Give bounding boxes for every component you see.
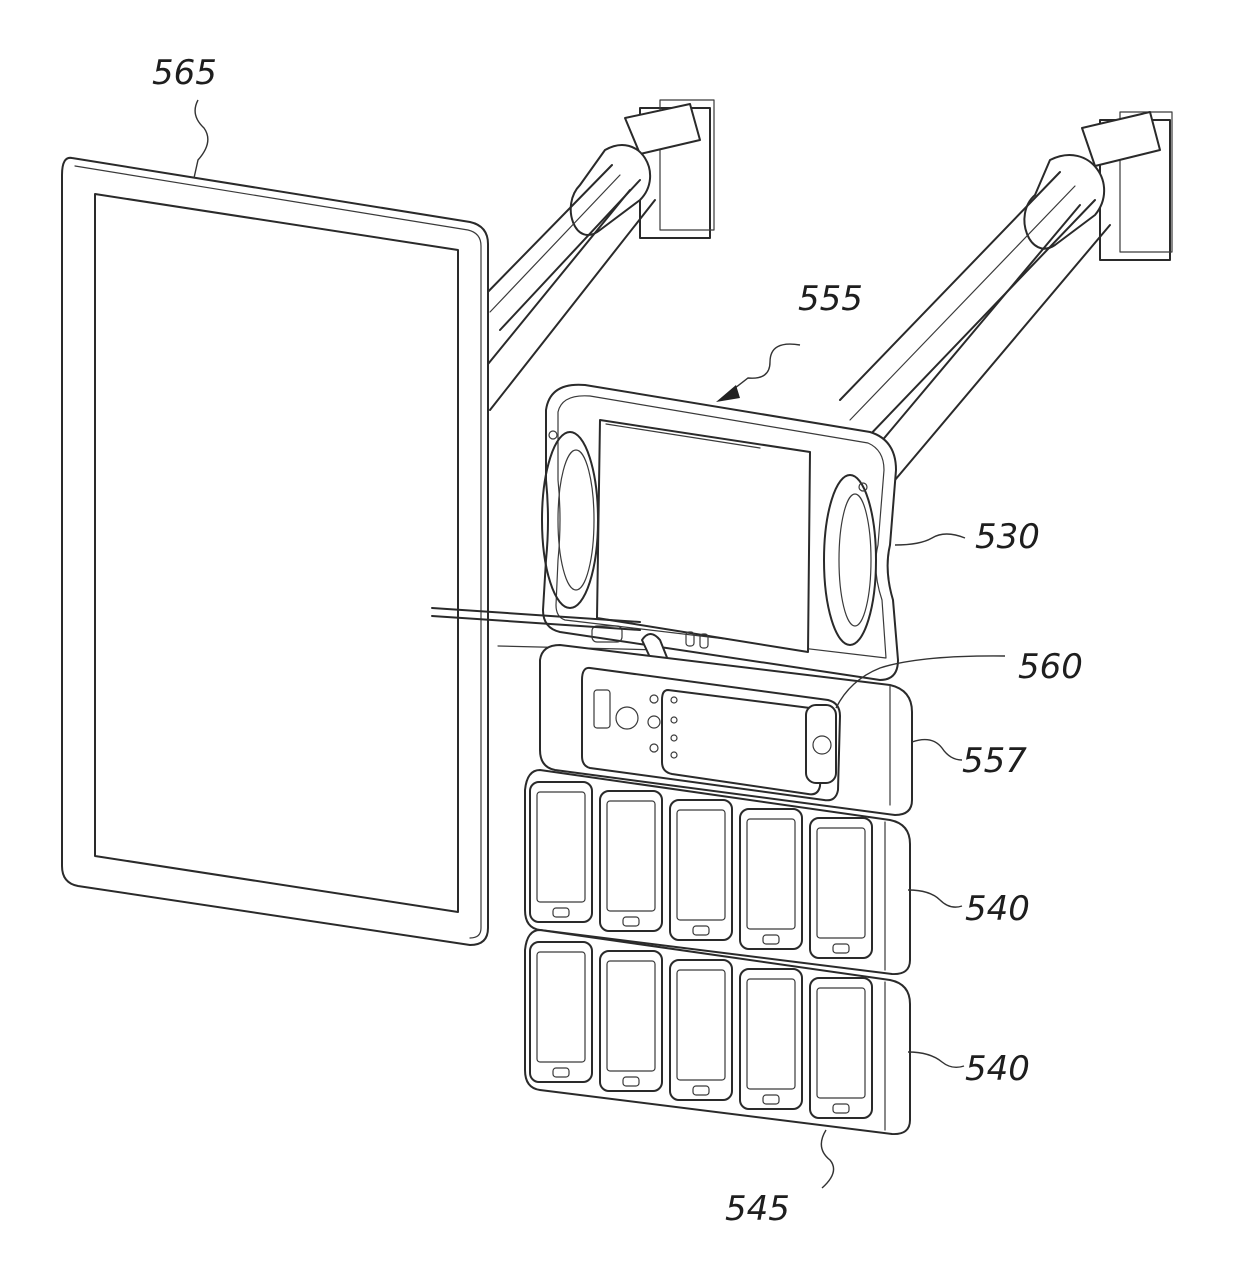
handheld-device [810,818,872,958]
articulating-arm-rear [475,100,714,410]
handheld-device [670,960,732,1100]
handheld-device [530,782,592,922]
handheld-device [600,791,662,931]
handheld-device [600,951,662,1091]
handheld-device [530,942,592,1082]
handheld-device [740,969,802,1109]
label-device: 560 [1018,647,1083,687]
label-display: 565 [152,53,217,93]
label-cradle: 530 [975,517,1040,557]
tablet-cradle [542,385,898,680]
large-display [62,158,488,945]
label-assembly: 555 [798,279,863,319]
label-handheld: 545 [725,1189,790,1229]
phone-modules [525,770,910,1134]
label-module-upper: 540 [965,889,1030,929]
label-dock: 557 [962,741,1027,781]
handheld-device [740,809,802,949]
handheld-device [810,978,872,1118]
label-module-lower: 540 [965,1049,1030,1089]
articulating-arm-front [840,112,1172,480]
handheld-device [670,800,732,940]
